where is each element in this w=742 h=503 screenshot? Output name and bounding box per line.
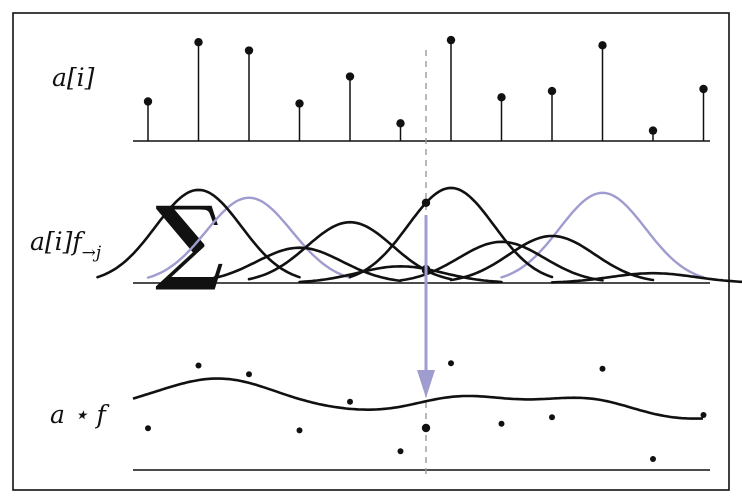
- kernel-curve: [197, 246, 402, 283]
- sample-dot: [244, 46, 254, 55]
- label-samples: a[i]: [52, 63, 95, 92]
- label-kernels: a[i]f→j: [30, 227, 102, 263]
- sample-dot: [143, 97, 153, 106]
- result-sample-dot: [195, 362, 202, 369]
- kernel-sample-dot: [421, 198, 431, 207]
- kernel-curve-highlight: [146, 196, 352, 279]
- sample-dot: [194, 38, 203, 47]
- result-row: [132, 360, 707, 462]
- result-sample-dot: [700, 412, 707, 418]
- sample-dot: [295, 99, 304, 108]
- result-sample-dot: [347, 398, 353, 405]
- result-sample-dot: [246, 371, 252, 378]
- figure-frame: [12, 12, 730, 491]
- sigma-symbol: ∑: [155, 186, 224, 294]
- sample-dot: [547, 86, 557, 96]
- result-sample-dot: [498, 420, 505, 427]
- sample-dot: [396, 119, 405, 128]
- result-highlight-dot: [421, 423, 431, 433]
- kernel-curve-highlight: [500, 191, 705, 279]
- kernel-curves: [96, 186, 742, 284]
- sample-dot: [446, 35, 456, 45]
- sample-stems: [143, 35, 708, 141]
- kernel-curve: [449, 234, 655, 282]
- result-sample-dot: [145, 425, 151, 432]
- result-sample-dot: [397, 448, 404, 455]
- kernel-curve: [399, 240, 604, 282]
- result-sample-dot: [549, 414, 555, 421]
- result-curve: [132, 377, 704, 420]
- result-sample-dot: [599, 365, 606, 372]
- sample-dot: [345, 72, 355, 81]
- result-sample-dot: [448, 360, 454, 367]
- kernel-curve: [348, 186, 554, 279]
- arrow-down: [417, 215, 435, 398]
- kernel-curve: [247, 220, 453, 281]
- kernel-curve: [550, 271, 742, 284]
- label-result: a ⋆ f: [50, 400, 109, 429]
- result-sample-dot: [650, 456, 656, 462]
- kernel-curve: [298, 264, 503, 284]
- sample-dot: [497, 93, 506, 102]
- sample-dot: [699, 84, 708, 94]
- arrow-head: [417, 370, 435, 398]
- result-sample-dot: [296, 427, 303, 434]
- sample-dot: [598, 41, 607, 50]
- sample-dot: [648, 126, 658, 135]
